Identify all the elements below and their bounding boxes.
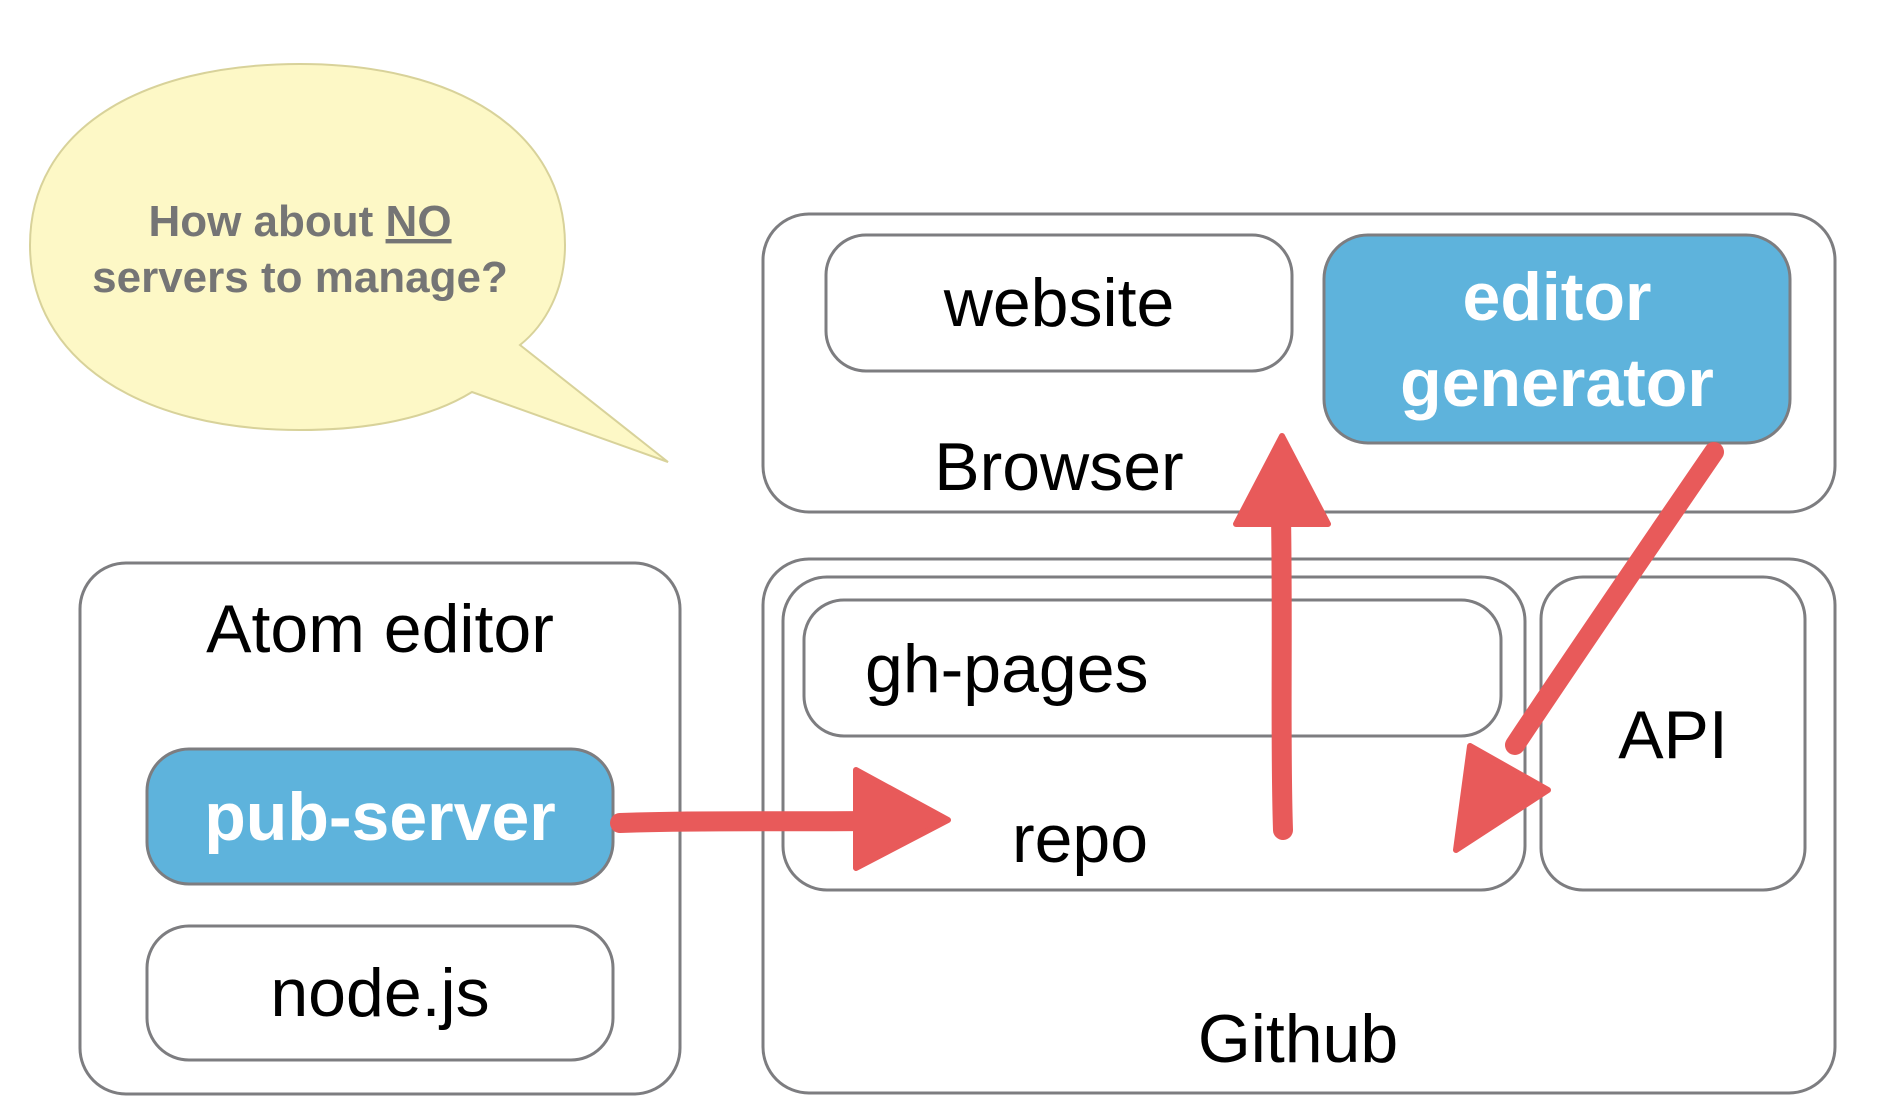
arrow-editor-generator-to-repo-shaft xyxy=(1505,442,1724,755)
website-label: website xyxy=(943,265,1175,341)
arrow-pub-server-to-repo xyxy=(610,767,951,871)
arrow-pub-server-to-repo-shaft xyxy=(610,811,870,833)
arrow-repo-to-browser-shaft xyxy=(1271,505,1293,840)
node-js-box xyxy=(145,924,615,1062)
arrows xyxy=(610,433,1724,871)
editor-generator-label-line2: generator xyxy=(1400,345,1714,421)
node-js-label: node.js xyxy=(270,955,489,1031)
github-label: Github xyxy=(1198,1001,1398,1077)
gh-pages-box xyxy=(802,598,1503,738)
arrow-repo-to-browser-head xyxy=(1233,433,1331,527)
browser-group: website editor generator Browser xyxy=(761,212,1837,514)
browser-label: Browser xyxy=(934,429,1183,505)
bubble-line1-emphasis: NO xyxy=(386,197,452,246)
bubble-line1-prefix: How about xyxy=(148,197,385,246)
github-group: gh-pages repo API Github xyxy=(761,557,1837,1095)
api-label: API xyxy=(1618,697,1728,773)
speech-bubble-shape xyxy=(28,62,669,463)
arrow-editor-generator-to-repo-head xyxy=(1453,743,1551,853)
editor-generator-label-line1: editor xyxy=(1463,259,1652,335)
pub-server-label: pub-server xyxy=(204,779,555,855)
arrow-editor-generator-to-repo xyxy=(1453,442,1724,853)
gh-pages-label: gh-pages xyxy=(865,631,1149,707)
svg-text:How about NO: How about NO xyxy=(148,197,451,246)
speech-bubble: How about NO servers to manage? xyxy=(28,62,669,463)
repo-label: repo xyxy=(1012,801,1148,877)
arrow-repo-to-browser xyxy=(1233,433,1331,840)
bubble-line2: servers to manage? xyxy=(92,253,508,302)
arrow-pub-server-to-repo-head xyxy=(853,767,951,871)
api-box xyxy=(1539,575,1807,892)
website-box xyxy=(824,233,1294,373)
editor-generator-box xyxy=(1322,233,1792,445)
atom-editor-label: Atom editor xyxy=(206,591,554,667)
atom-editor-group: Atom editor pub-server node.js xyxy=(78,561,682,1096)
